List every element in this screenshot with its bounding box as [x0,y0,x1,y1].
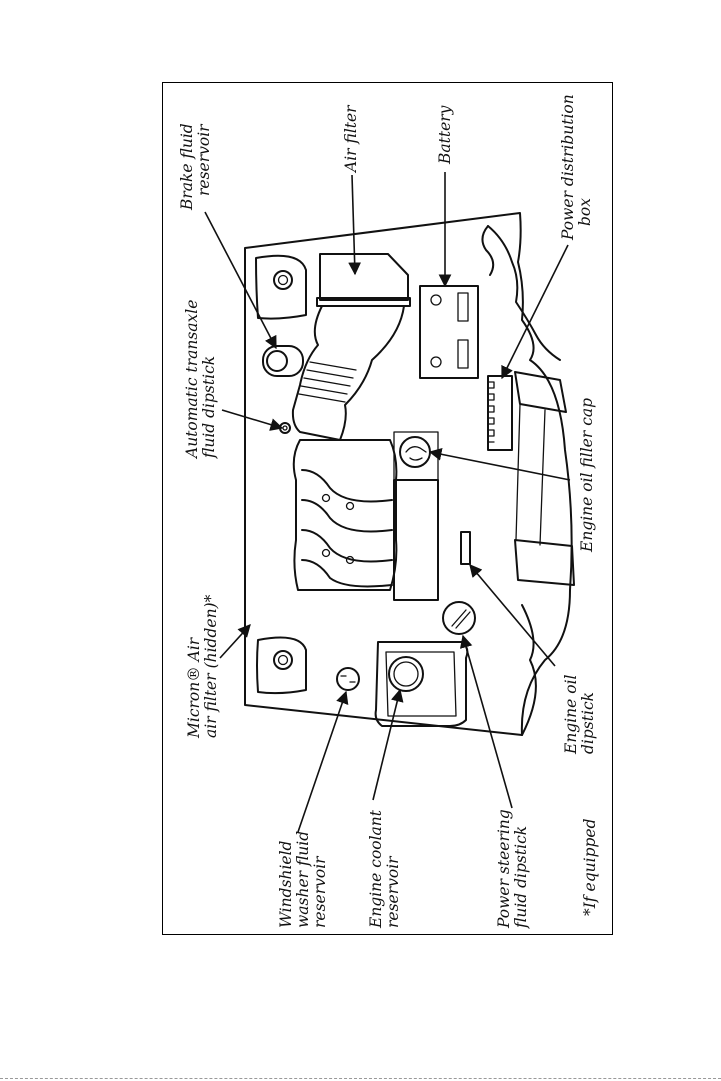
fender-curve [522,605,536,735]
power-steering-cap-slot [452,610,470,628]
power-distribution-box [488,376,512,450]
washer-fluid-cap [337,668,359,690]
rail [540,410,545,545]
crossmember [515,540,574,585]
washer-fluid-cap-marks [341,676,355,682]
strut-bolt-inner [279,656,288,665]
leader-auto-transaxle [222,410,282,428]
strut-bolt-inner [279,276,288,285]
valve-cover [394,480,438,600]
engine-oil-dipstick-handle [461,532,470,564]
manifold-bolt [347,503,354,510]
label-auto-transaxle: Automatic transaxle fluid dipstick [183,295,218,460]
duct-ribs [299,362,356,402]
strut-bolt [274,271,292,289]
label-micron-air: Micron® Air air filter (hidden)* [185,594,220,739]
oil-filler-cap-symbol [406,447,426,460]
label-power-steering: Power steering fluid dipstick [495,804,530,929]
strut-tower [257,638,306,694]
engine-bay-drawing [245,213,574,735]
strut-tower [256,256,306,319]
brake-fluid-reservoir [263,346,303,376]
leader-air-filter [352,175,355,274]
battery-terminal [458,293,468,321]
brake-fluid-cap [267,351,287,371]
strut-bolt [274,651,292,669]
transaxle-dipstick-handle-inner [283,426,287,430]
label-washer-fluid: Windshield washer fluid reservoir [277,826,329,928]
manifold-runners [302,470,392,586]
label-power-distribution: Power distribution box [559,89,594,241]
leader-oil-filler [430,452,570,480]
coolant-reservoir-cap-inner [394,662,418,686]
label-battery: Battery [436,105,454,165]
leader-brake-fluid [205,212,276,348]
label-coolant: Engine coolant reservoir [367,805,402,929]
frame-member [488,226,560,360]
intake-duct [293,306,404,440]
manifold-bolt [323,495,330,502]
leader-power-steering [463,636,512,808]
label-air-filter: Air filter [342,104,360,174]
label-brake-fluid: Brake fluid reservoir [178,118,213,211]
leader-engine-oil-dipstick [470,565,555,666]
battery-post [431,295,441,305]
page-edge-rule [0,1078,721,1079]
battery-terminal [458,340,468,368]
labels: Brake fluid reservoir Air filter Battery… [178,89,599,929]
battery [420,286,478,378]
air-filter-box [320,254,408,300]
frame-member [482,226,493,275]
label-oil-filler: Engine oil filler cap [578,398,596,553]
battery-post [431,357,441,367]
label-engine-oil-dipstick: Engine oil dipstick [562,670,597,755]
label-footnote: *If equipped [581,818,599,916]
manifold-bolt [323,550,330,557]
rail [516,404,520,540]
intake-manifold [294,440,397,590]
